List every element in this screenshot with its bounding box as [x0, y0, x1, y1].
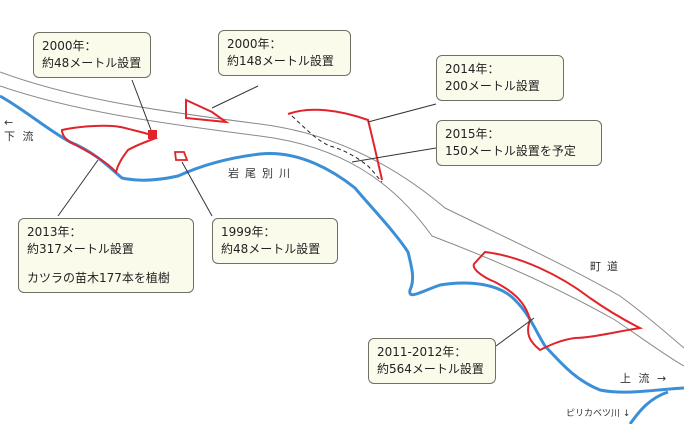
upstream-label: 上 流 → [620, 372, 669, 385]
callout-2000b-desc: 約148メートル設置 [227, 54, 334, 68]
tributary-river [628, 390, 669, 424]
callout-2011-desc: 約564メートル設置 [377, 362, 484, 376]
road-upper-edge [0, 71, 684, 349]
fence-2000b [185, 98, 230, 124]
river-name-label: 岩尾別川 [228, 167, 296, 180]
fence-2011-2012 [472, 250, 644, 352]
fence-2015-planned [291, 115, 383, 183]
callout-2000b: 2000年： 約148メートル設置 [218, 30, 351, 76]
leader-1999 [181, 161, 213, 217]
callout-2014-year: 2014年： [445, 62, 500, 76]
callout-2000b-year: 2000年： [227, 37, 282, 51]
river [0, 94, 684, 394]
callout-2000a-year: 2000年： [42, 39, 97, 53]
callout-2000a-desc: 約48メートル設置 [42, 56, 142, 70]
leader-2013 [57, 159, 99, 217]
callout-2015: 2015年： 150メートル設置を予定 [436, 120, 602, 166]
callout-1999-year: 1999年： [221, 225, 276, 239]
leader-2015 [351, 147, 437, 163]
leader-lines [57, 79, 535, 347]
callout-2013-year: 2013年： [27, 225, 82, 239]
callout-2011-year: 2011-2012年： [377, 345, 467, 359]
leader-2011 [495, 317, 535, 347]
leader-2000a [131, 79, 152, 131]
road-label: 町道 [590, 260, 624, 273]
fence-2013 [60, 124, 158, 175]
fence-1999 [173, 151, 189, 161]
callout-2013-note: カツラの苗木177本を植樹 [27, 271, 170, 285]
leader-2014 [367, 103, 437, 123]
callout-2000a: 2000年： 約48メートル設置 [33, 32, 151, 78]
callout-2015-year: 2015年： [445, 127, 500, 141]
leader-2000b [211, 85, 259, 109]
callout-1999: 1999年： 約48メートル設置 [212, 218, 338, 264]
fence-2000a [148, 130, 157, 139]
callout-2014-desc: 200メートル設置 [445, 79, 540, 93]
callout-2011-2012: 2011-2012年： 約564メートル設置 [368, 338, 496, 384]
callout-1999-desc: 約48メートル設置 [221, 242, 321, 256]
callout-2013: 2013年： 約317メートル設置 カツラの苗木177本を植樹 [18, 218, 194, 293]
road-lower-edge [0, 85, 684, 367]
callout-2013-desc: 約317メートル設置 [27, 242, 134, 256]
downstream-label: ← 下 流 [4, 116, 36, 143]
callout-2015-desc: 150メートル設置を予定 [445, 144, 576, 158]
fence-2014 [287, 108, 383, 181]
callout-2014: 2014年： 200メートル設置 [436, 55, 564, 101]
tributary-label: ピリカベツ川 ↓ [566, 409, 631, 419]
